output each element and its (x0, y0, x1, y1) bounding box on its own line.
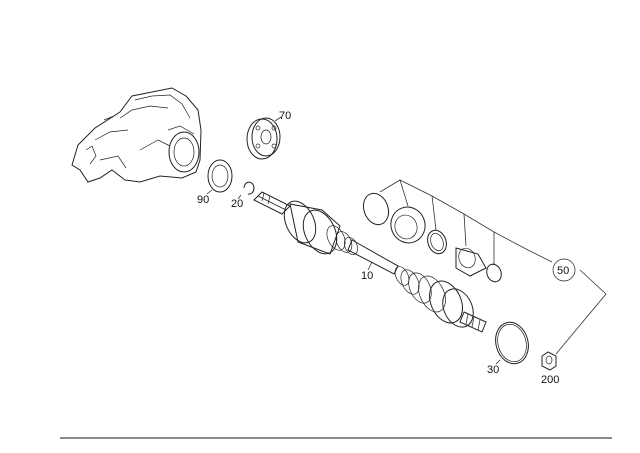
kit-part-50-group (362, 179, 607, 355)
ring-part-30 (495, 321, 529, 365)
label-90: 90 (197, 194, 209, 206)
differential-housing (71, 87, 202, 183)
seal-part-90 (206, 159, 233, 195)
label-50: 50 (557, 265, 569, 277)
label-10: 10 (361, 270, 373, 282)
label-200: 200 (541, 374, 559, 386)
flange-part-70 (246, 116, 282, 160)
axle-shaft-part-10 (253, 191, 487, 333)
label-20: 20 (231, 198, 243, 210)
circlip-part-20 (237, 181, 255, 200)
nut-part-200 (541, 351, 557, 371)
label-30: 30 (487, 364, 499, 376)
label-70: 70 (279, 110, 291, 122)
